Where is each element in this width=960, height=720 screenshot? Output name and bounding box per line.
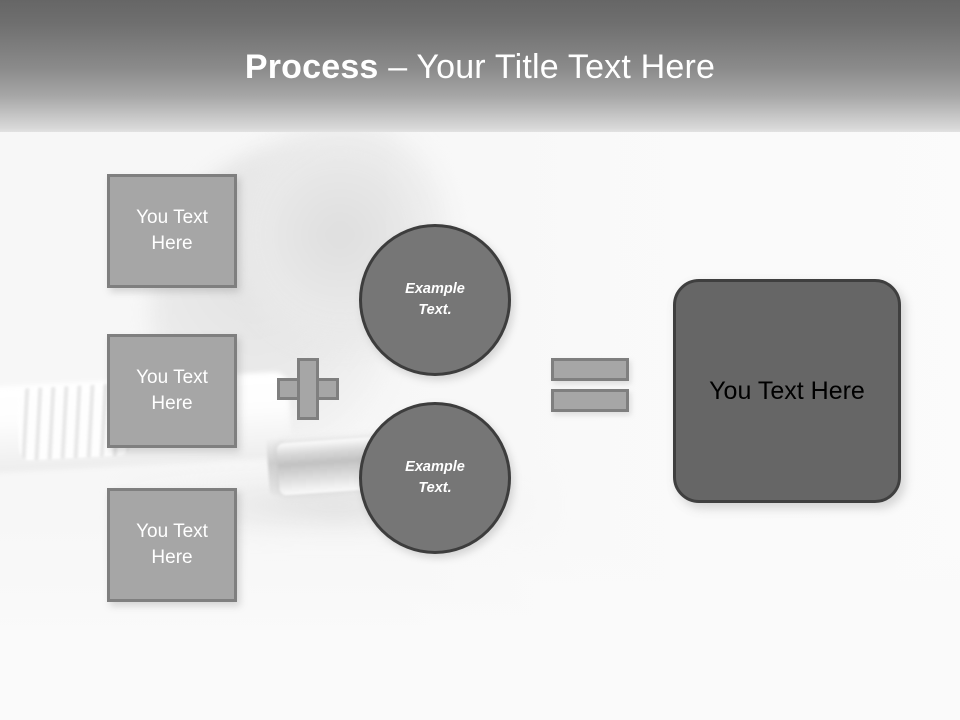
input-box-2-label: You Text Here [136,367,208,414]
input-box-3-label: You Text Here [136,521,208,568]
slide-title-rest: – Your Title Text Here [378,48,716,86]
slide-title-strong: Process [244,48,379,86]
equals-icon-top-bar [551,358,629,381]
result-box-label: You Text Here [709,377,865,405]
plus-icon-center-fill [300,381,316,397]
input-box-3[interactable]: You Text Here [107,488,237,602]
input-box-1-label: You Text Here [136,207,208,254]
example-circle-2[interactable]: Example Text. [359,402,511,554]
input-box-2[interactable]: You Text Here [107,334,237,448]
example-circle-2-label: Example Text. [405,459,465,496]
example-circle-1-label: Example Text. [405,281,465,318]
example-circle-1[interactable]: Example Text. [359,224,511,376]
equals-icon [551,358,629,412]
slide-title: Process – Your Title Text Here [0,46,960,88]
result-box[interactable]: You Text Here [673,279,901,503]
title-band [0,0,960,132]
equals-icon-bottom-bar [551,389,629,412]
input-box-1[interactable]: You Text Here [107,174,237,288]
plus-icon [277,358,339,420]
